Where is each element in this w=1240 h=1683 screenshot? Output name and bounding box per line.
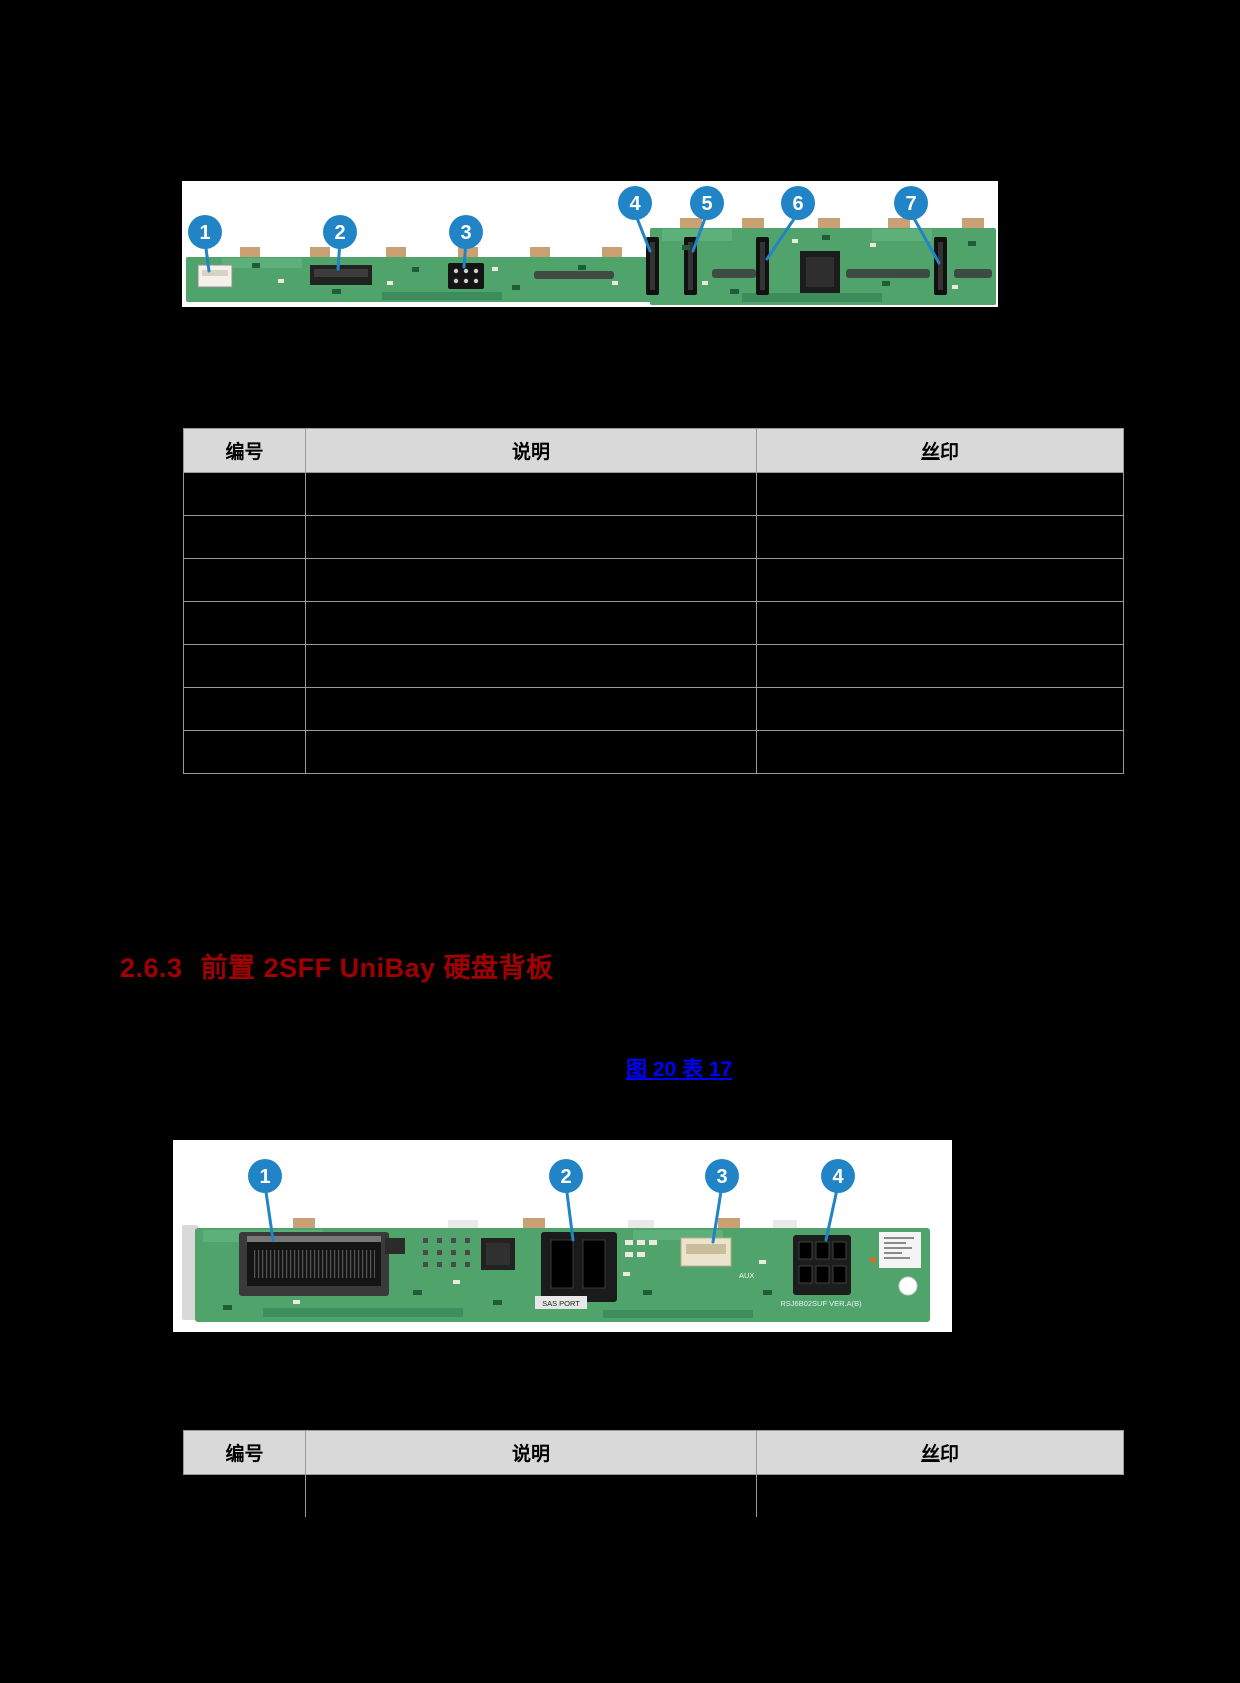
table-row [183, 644, 1124, 688]
barcode-label [879, 1232, 921, 1268]
pcb-8sff-board [186, 218, 996, 305]
qfp-chip [800, 251, 840, 293]
callout-3: 3 [705, 1159, 739, 1244]
power-connector [793, 1235, 851, 1295]
col-header-silkscreen: 丝印 [756, 1430, 1124, 1475]
svg-text:3: 3 [716, 1166, 727, 1188]
sas-port-label: SAS PORT [542, 1299, 580, 1308]
backplane-8sff-illustration: 1 2 3 4 5 6 7 [182, 181, 998, 307]
controller-chip [481, 1238, 515, 1270]
col-header-description: 说明 [305, 428, 757, 473]
callout-2: 2 [549, 1159, 583, 1242]
table-header-row: 编号 说明 丝印 [183, 428, 1124, 473]
jumper-block [448, 263, 484, 289]
power-connector [197, 264, 233, 288]
table-row [183, 730, 1124, 774]
mounting-bracket [182, 1225, 198, 1320]
figure-table-link[interactable]: 图 20 表 17 [626, 1058, 733, 1081]
svg-text:4: 4 [832, 1166, 844, 1188]
figure1-image: 1 2 3 4 5 6 7 [182, 181, 998, 307]
callout-7: 7 [894, 186, 941, 265]
signal-connector [310, 265, 372, 285]
aux-label: AUX [739, 1271, 754, 1280]
pin-header-array [423, 1238, 470, 1267]
callout-3: 3 [449, 215, 483, 269]
callout-6: 6 [765, 186, 815, 261]
svg-text:4: 4 [629, 193, 641, 215]
svg-text:1: 1 [259, 1166, 270, 1188]
table-row [183, 1474, 1124, 1517]
pcb-2sff-board: SAS PORT AUX [182, 1218, 930, 1322]
figure2-callouts: 1 2 3 4 [248, 1159, 855, 1244]
board-version-silkscreen: RSJ6B02SUF VER.A(B) [780, 1299, 862, 1308]
callout-4: 4 [618, 186, 652, 253]
figure1-callouts: 1 2 3 4 5 6 7 [188, 186, 941, 273]
led [870, 1257, 876, 1263]
table-row [183, 515, 1124, 559]
svg-text:2: 2 [334, 222, 345, 244]
callout-1: 1 [248, 1159, 282, 1242]
table-8sff-backplane-legend: 编号 说明 丝印 [183, 428, 1124, 774]
svg-text:7: 7 [905, 193, 916, 215]
table-row [183, 687, 1124, 731]
callout-4: 4 [821, 1159, 855, 1242]
callout-1: 1 [188, 215, 222, 273]
figure2-image: SAS PORT AUX [173, 1140, 952, 1332]
svg-text:1: 1 [199, 222, 210, 244]
section-heading: 2.6.3 前置 2SFF UniBay 硬盘背板 [120, 946, 554, 985]
svg-text:3: 3 [460, 222, 471, 244]
sas-port-connector: SAS PORT [535, 1232, 617, 1309]
table-row [183, 601, 1124, 645]
svg-text:5: 5 [701, 193, 712, 215]
col-header-number: 编号 [183, 428, 306, 473]
col-header-silkscreen: 丝印 [756, 428, 1124, 473]
soic-chip [385, 1238, 405, 1254]
table-row [183, 558, 1124, 602]
svg-text:2: 2 [560, 1166, 571, 1188]
table-row [183, 472, 1124, 516]
callout-5: 5 [690, 186, 724, 253]
drive-edge-connector [239, 1232, 389, 1296]
table-header-row: 编号 说明 丝印 [183, 1430, 1124, 1475]
section-title: 前置 2SFF UniBay 硬盘背板 [200, 953, 554, 983]
backplane-2sff-illustration: SAS PORT AUX [173, 1140, 952, 1332]
col-header-description: 说明 [305, 1430, 757, 1475]
svg-text:6: 6 [792, 193, 803, 215]
table-2sff-backplane-legend: 编号 说明 丝印 [183, 1430, 1124, 1517]
mounting-hole [898, 1276, 918, 1296]
col-header-number: 编号 [183, 1430, 306, 1475]
aux-connector: AUX [680, 1237, 754, 1280]
resistor-array [625, 1240, 657, 1257]
callout-2: 2 [323, 215, 357, 271]
section-number: 2.6.3 [120, 953, 183, 983]
